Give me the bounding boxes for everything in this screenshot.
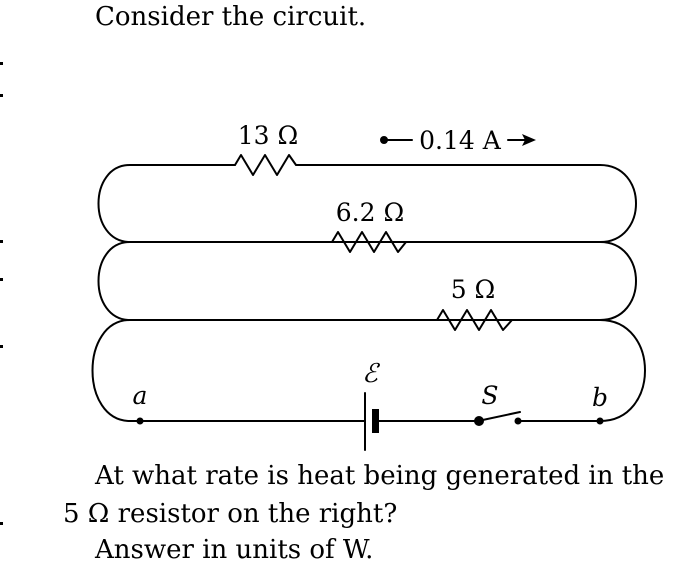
resistor-5-ohm-label: 5 Ω: [451, 275, 496, 304]
switch-pivot: [474, 416, 484, 426]
intro-text: Consider the circuit.: [95, 2, 367, 32]
node-b-label: b: [592, 383, 608, 412]
answer-units: Answer in units of W.: [95, 535, 374, 565]
edge-mark: [0, 62, 3, 65]
question-line-2: 5 Ω resistor on the right?: [63, 499, 398, 529]
resistor-6-2-ohm-label: 6.2 Ω: [336, 198, 404, 227]
node-b-dot: [596, 417, 604, 425]
switch-label: S: [481, 381, 498, 410]
resistor-13-ohm: [234, 154, 303, 176]
edge-mark: [0, 522, 3, 525]
battery-short-plate: [372, 409, 379, 433]
edge-mark: [0, 240, 3, 243]
switch-blade: [477, 411, 521, 422]
resistor-5-ohm: [436, 309, 513, 331]
switch-contact: [514, 417, 522, 425]
node-a-label: a: [133, 381, 148, 410]
current-label: 0.14 A: [419, 126, 502, 155]
current-arrow-dot: [380, 136, 388, 144]
edge-mark: [0, 94, 3, 97]
edge-mark: [0, 278, 3, 281]
edge-mark: [0, 345, 3, 348]
resistor-6-2-ohm: [331, 231, 407, 253]
question-line-1: At what rate is heat being generated in …: [95, 461, 665, 491]
bottom-branch-wire: [91, 319, 646, 422]
current-arrow-head: [522, 134, 536, 146]
node-a-dot: [136, 417, 144, 425]
resistor-13-ohm-label: 13 Ω: [238, 121, 299, 150]
middle-branch-wire: [97, 241, 637, 321]
emf-label: ℰ: [362, 359, 380, 389]
